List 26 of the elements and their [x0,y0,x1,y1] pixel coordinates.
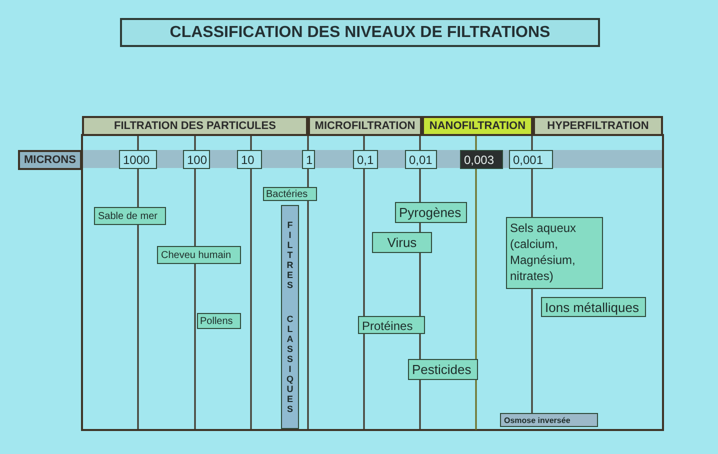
particle-label: Virus [372,232,432,253]
scale-value: 100 [183,150,210,169]
particle-label: Sable de mer [94,207,166,225]
vertical-label: FILTRES CLASSIQUES [281,205,299,429]
column-header: HYPERFILTRATION [533,116,663,136]
row-header: MICRONS [18,150,82,170]
particle-label: Bactéries [263,187,317,201]
particle-label: Pyrogènes [395,202,467,223]
particle-label: Pesticides [408,359,478,380]
scale-value: 1000 [119,150,157,169]
scale-value: 0,1 [353,150,378,169]
particle-label: Protéines [358,316,425,334]
particle-label: Cheveu humain [157,246,241,264]
column-header: MICROFILTRATION [308,116,422,136]
particle-label: Pollens [197,313,241,329]
scale-value: 0,01 [405,150,437,169]
scale-value: 10 [237,150,262,169]
column-header: NANOFILTRATION [422,116,533,136]
scale-value: 0,003 [460,150,503,169]
scale-value: 1 [302,150,315,169]
process-label: Osmose inversée [500,413,598,427]
title-box: CLASSIFICATION DES NIVEAUX DE FILTRATIONS [120,18,600,47]
column-header: FILTRATION DES PARTICULES [82,116,308,136]
particle-label: Sels aqueux (calcium, Magnésium, nitrates) [506,217,603,289]
particle-label: Ions métalliques [541,297,646,317]
scale-value: 0,001 [509,150,553,169]
